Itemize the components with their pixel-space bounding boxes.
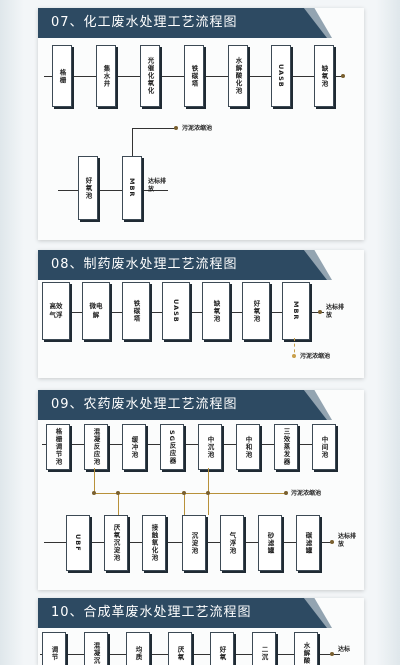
process-box: 水解酸 — [294, 632, 318, 665]
flow-end-dot — [330, 652, 334, 656]
process-box: 中和池 — [236, 424, 260, 470]
process-box: UBF — [66, 515, 90, 571]
sludge-line — [94, 468, 95, 493]
section-07-title: 07、化工废水处理工艺流程图 — [38, 8, 327, 38]
process-box: 厌氧 — [168, 632, 192, 665]
sludge-line — [184, 493, 185, 515]
sludge-line — [118, 493, 119, 515]
sludge-line — [208, 468, 209, 493]
sludge-dot — [206, 491, 210, 495]
outlet-label: 达标排放 — [338, 533, 357, 548]
sludge-dot — [116, 491, 120, 495]
process-box: 格栅 — [52, 45, 72, 107]
flow-end-dot — [330, 540, 334, 544]
process-box: 中沉池 — [198, 424, 222, 470]
sludge-line — [94, 493, 286, 494]
sludge-label: 污泥浓缩池 — [182, 125, 213, 132]
process-box: 气浮池 — [220, 515, 244, 571]
process-box: SG反应器 — [160, 424, 184, 470]
process-box: 水解酸化池 — [228, 45, 248, 107]
flow-line — [58, 190, 168, 191]
flow-end-dot — [341, 74, 345, 78]
process-box: 沉淀池 — [182, 515, 206, 571]
outlet-label: 达标排放 — [326, 304, 345, 319]
card-section-10: 10、合成革废水处理工艺流程图 调节 混凝沉 均质 厌氧 好氧 二沉 水解酸 达… — [38, 598, 364, 665]
process-box: 格栅调节池 — [46, 424, 70, 470]
process-box: 好氧池 — [78, 156, 98, 220]
process-box: 高效气浮 — [42, 282, 70, 340]
section-09-title: 09、农药废水处理工艺流程图 — [38, 390, 327, 420]
process-box: 混凝沉 — [84, 632, 108, 665]
sludge-label: 污泥浓缩池 — [291, 490, 322, 497]
card-section-09: 09、农药废水处理工艺流程图 格栅调节池 混凝反应池 缓冲池 SG反应器 中沉池… — [38, 390, 364, 590]
process-box: 砂滤罐 — [258, 515, 282, 571]
process-box: 碳滤罐 — [296, 515, 320, 571]
process-box: 铁碳塔 — [122, 282, 150, 340]
process-box: 集水井 — [96, 45, 116, 107]
process-box: 接触氧化池 — [142, 515, 166, 571]
section-08-title: 08、制药废水处理工艺流程图 — [38, 250, 327, 280]
process-box: 缺氧池 — [202, 282, 230, 340]
outlet-label: 达标 — [338, 646, 351, 653]
process-box: MBR — [122, 156, 142, 220]
process-box: 调节 — [42, 632, 66, 665]
process-box: 好氧池 — [242, 282, 270, 340]
process-box: 铁碳塔 — [184, 45, 204, 107]
process-box: UASB — [162, 282, 190, 340]
sludge-dot — [292, 354, 296, 358]
process-box: 厌氧沉淀池 — [104, 515, 128, 571]
process-box: 缓冲池 — [122, 424, 146, 470]
flow-line — [42, 444, 332, 445]
process-box: 微电解 — [82, 282, 110, 340]
outlet-label: 达标排放 — [148, 178, 167, 193]
process-box: 二沉 — [252, 632, 276, 665]
sludge-dot — [182, 491, 186, 495]
section-10-title: 10、合成革废水处理工艺流程图 — [38, 598, 327, 628]
card-section-07: 07、化工废水处理工艺流程图 格栅 集水井 光催化氧化 铁碳塔 水解酸化池 UA… — [38, 8, 364, 240]
process-box: 光催化氧化 — [140, 45, 160, 107]
process-box: 好氧 — [210, 632, 234, 665]
process-box: UASB — [271, 45, 291, 107]
sludge-line — [132, 128, 176, 129]
process-box: MBR — [282, 282, 310, 340]
sludge-dot — [174, 126, 178, 130]
sludge-line — [294, 338, 296, 358]
card-section-08: 08、制药废水处理工艺流程图 高效气浮 微电解 铁碳塔 UASB 缺氧池 好氧池… — [38, 250, 364, 378]
sludge-dot — [92, 491, 96, 495]
process-box: 均质 — [126, 632, 150, 665]
process-box: 中间池 — [312, 424, 336, 470]
process-box: 混凝反应池 — [84, 424, 108, 470]
sludge-dot — [284, 491, 288, 495]
flow-end-dot — [318, 310, 322, 314]
sludge-label: 污泥浓缩池 — [300, 353, 331, 360]
process-box: 缺氧池 — [314, 45, 334, 107]
process-box: 三效蒸发器 — [274, 424, 298, 470]
sludge-line — [208, 493, 209, 515]
sludge-line — [132, 128, 133, 156]
